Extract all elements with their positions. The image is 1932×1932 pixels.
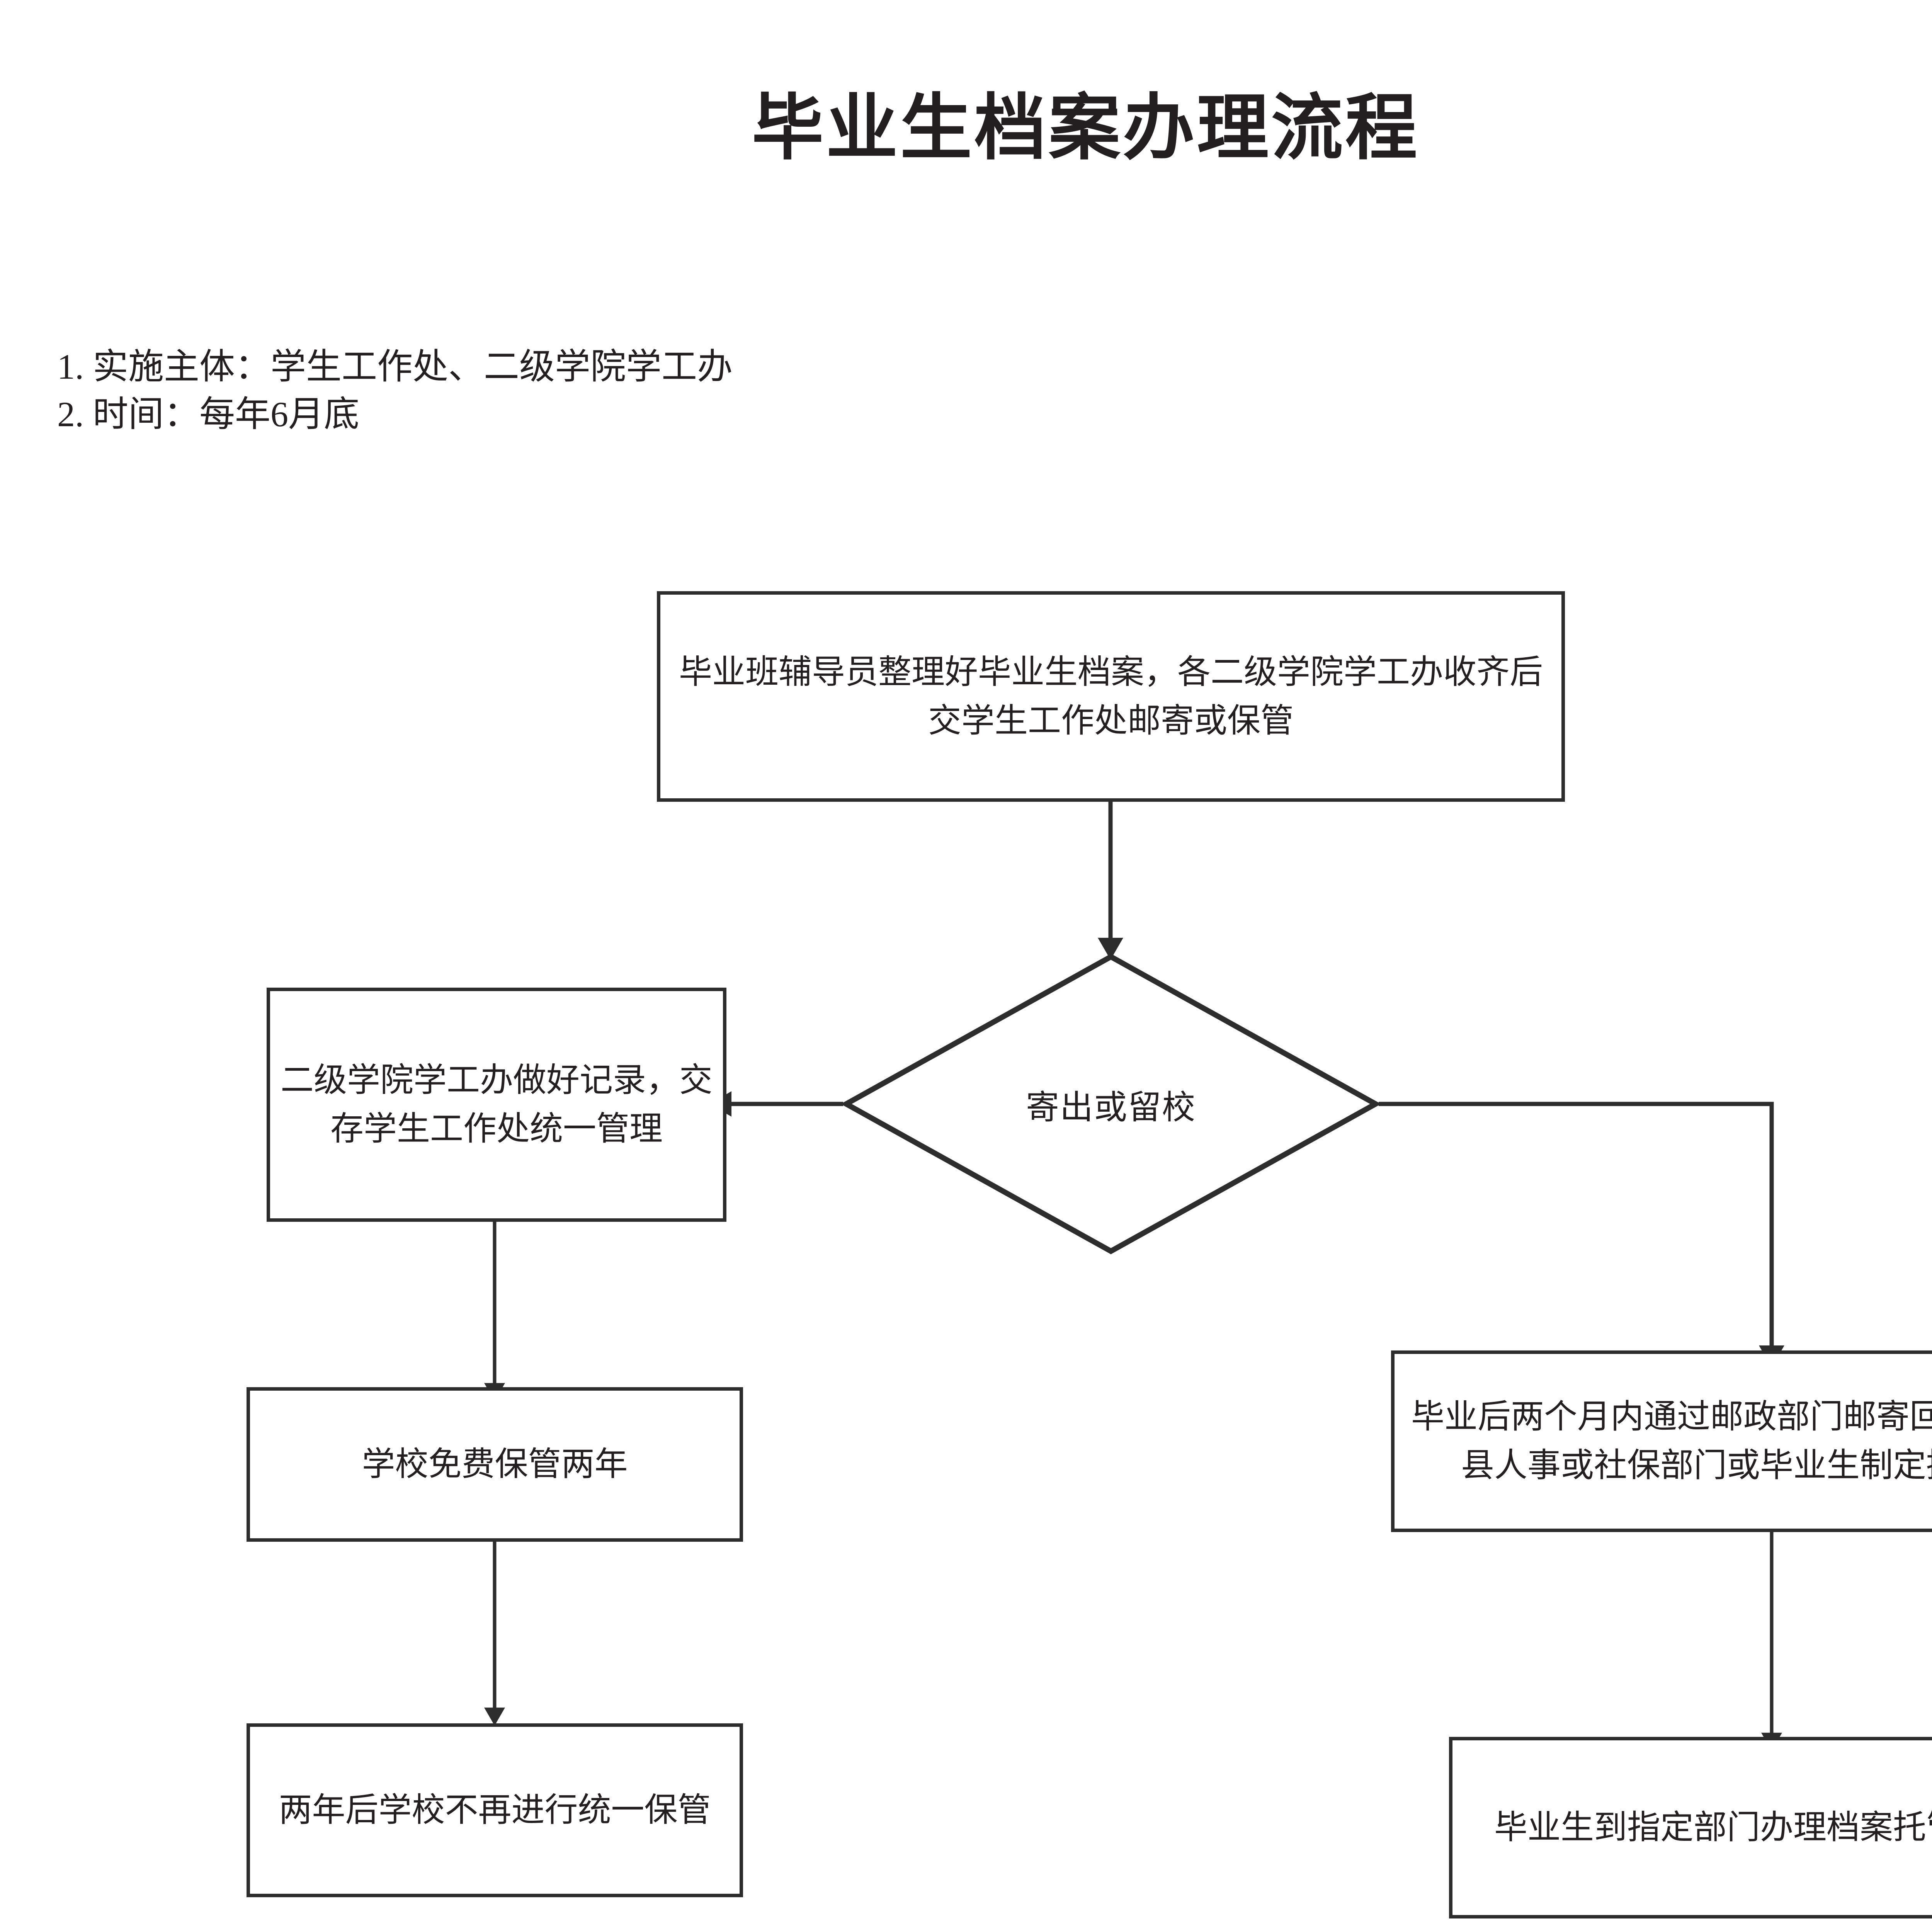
intro-line-time: 2. 时间：每年6月底 <box>57 395 360 434</box>
intro-notes: 1. 实施主体：学生工作处、二级学院学工办 2. 时间：每年6月底 <box>57 343 733 439</box>
node-left-3-label: 两年后学校不再进行统一保管 <box>279 1791 711 1829</box>
node-decision-send-or-keep[interactable]: 寄出或留校 <box>843 954 1379 1254</box>
connector-decision-to-right <box>1379 1102 1784 1367</box>
node-start-collect-files[interactable]: 毕业班辅导员整理好毕业生档案，各二级学院学工办收齐后交学生工作处邮寄或保管 <box>657 591 1565 802</box>
intro-line-implementing-body: 1. 实施主体：学生工作处、二级学院学工办 <box>57 347 733 386</box>
node-left-no-storage-after-two-years[interactable]: 两年后学校不再进行统一保管 <box>247 1723 743 1897</box>
node-right-mail-to-hometown[interactable]: 毕业后两个月内通过邮政部门邮寄回生源地市、县人事或社保部门或毕业生制定接收单位 <box>1391 1350 1932 1532</box>
node-left-2-label: 学校免费保管两年 <box>362 1446 628 1483</box>
diamond-shape <box>843 954 1379 1254</box>
node-right-graduate-custody-procedure[interactable]: 毕业生到指定部门办理档案托管手续 <box>1449 1737 1932 1918</box>
node-left-1-label: 二级学院学工办做好记录，交存学生工作处统一管理 <box>281 1061 713 1147</box>
node-right-1-label: 毕业后两个月内通过邮政部门邮寄回生源地市、县人事或社保部门或毕业生制定接收单位 <box>1411 1398 1932 1484</box>
node-decision-label: 寄出或留校 <box>1026 1088 1196 1126</box>
node-left-record-and-store[interactable]: 二级学院学工办做好记录，交存学生工作处统一管理 <box>267 988 726 1222</box>
node-left-free-storage-two-years[interactable]: 学校免费保管两年 <box>247 1387 743 1542</box>
page-title: 毕业生档案办理流程 <box>752 88 1420 168</box>
node-right-2-label: 毕业生到指定部门办理档案托管手续 <box>1494 1809 1932 1846</box>
node-start-label: 毕业班辅导员整理好毕业生档案，各二级学院学工办收齐后交学生工作处邮寄或保管 <box>679 653 1543 739</box>
